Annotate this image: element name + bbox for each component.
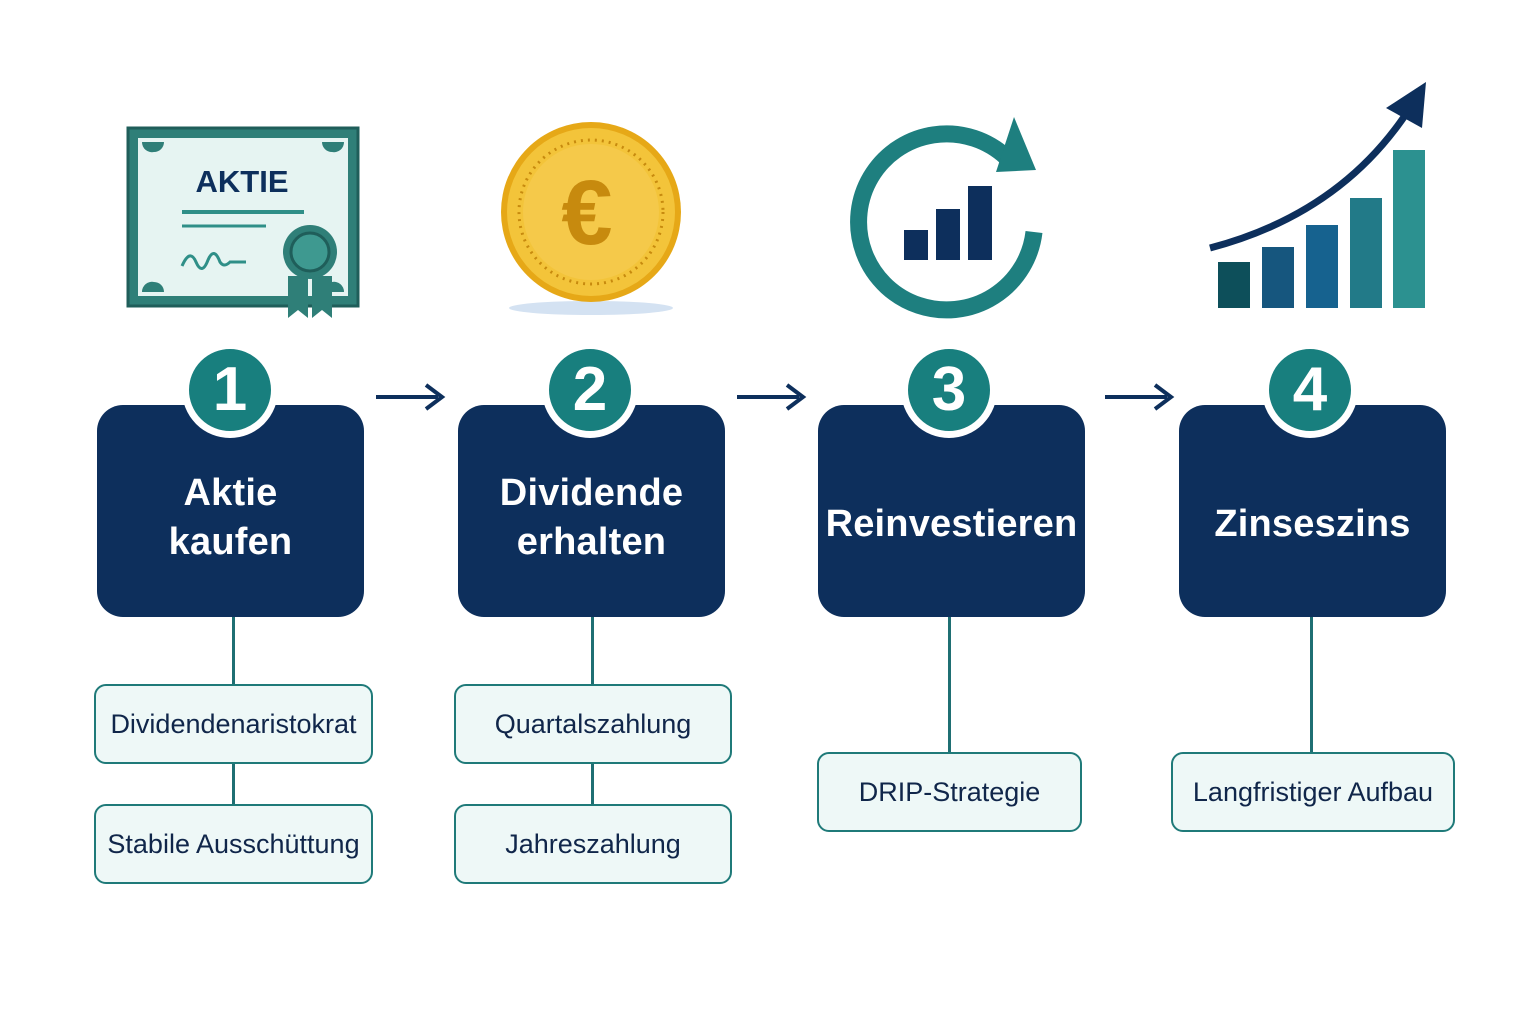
step-2-box: Dividende erhalten [458, 405, 725, 617]
step-1-number-badge: 1 [182, 342, 278, 438]
step-4-detail-1: Langfristiger Aufbau [1171, 752, 1455, 832]
step-1-detail-2: Stabile Ausschüttung [94, 804, 373, 884]
arrow-1-to-2 [376, 383, 446, 411]
connector-line [232, 616, 235, 686]
connector-line [232, 762, 235, 806]
step-4-box: Zinseszins [1179, 405, 1446, 617]
connector-line [591, 616, 594, 686]
certificate-icon: AKTIE [126, 126, 360, 318]
step-1-detail-1: Dividendenaristokrat [94, 684, 373, 764]
euro-coin-icon: € [501, 122, 681, 315]
certificate-label: AKTIE [196, 164, 289, 199]
step-2-detail-2: Jahreszahlung [454, 804, 732, 884]
step-2-number-badge: 2 [542, 342, 638, 438]
step-2-title: Dividende erhalten [499, 472, 684, 563]
step-3-title: Reinvestieren [825, 502, 1078, 545]
step-1-title: Aktie kaufen [168, 472, 293, 563]
connector-line [591, 762, 594, 806]
step-1-box: Aktie kaufen [97, 405, 364, 617]
euro-symbol: € [561, 162, 612, 264]
step-2-detail-1: Quartalszahlung [454, 684, 732, 764]
arrow-2-to-3 [737, 383, 807, 411]
connector-line [1310, 616, 1313, 754]
step-3-detail-1: DRIP-Strategie [817, 752, 1082, 832]
reinvest-cycle-icon [850, 117, 1043, 319]
arrow-3-to-4 [1105, 383, 1175, 411]
step-3-number-badge: 3 [901, 342, 997, 438]
step-4-number-badge: 4 [1262, 342, 1358, 438]
step-4-title: Zinseszins [1214, 502, 1411, 545]
connector-line [948, 616, 951, 754]
step-3-box: Reinvestieren [818, 405, 1085, 617]
growth-chart-icon [1209, 82, 1426, 308]
